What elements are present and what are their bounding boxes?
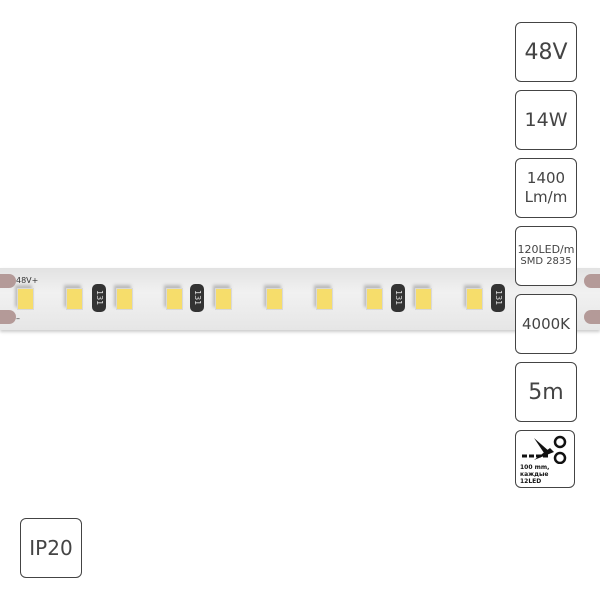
led-chip bbox=[66, 288, 83, 310]
chip-type: SMD 2835 bbox=[520, 256, 572, 267]
cut-badge: 100 mm, каждые 12LED bbox=[515, 430, 575, 488]
voltage-value: 48V bbox=[524, 39, 568, 65]
density-value: 120LED/m bbox=[517, 243, 575, 256]
resistor: 131 bbox=[92, 284, 106, 312]
led-chip bbox=[266, 288, 283, 310]
cct-value: 4000K bbox=[521, 314, 570, 333]
resistor: 131 bbox=[491, 284, 505, 312]
led-chip bbox=[316, 288, 333, 310]
solder-pad bbox=[0, 274, 16, 288]
led-chip bbox=[166, 288, 183, 310]
length-badge: 5m bbox=[515, 362, 577, 422]
flux-value: 1400 bbox=[526, 169, 566, 187]
solder-pad bbox=[584, 274, 600, 288]
resistor: 131 bbox=[190, 284, 204, 312]
power-badge: 14W bbox=[515, 90, 577, 150]
voltage-badge: 48V bbox=[515, 22, 577, 82]
cct-badge: 4000K bbox=[515, 294, 577, 354]
led-strip: 48V+ – 131 131 131 131 bbox=[0, 268, 600, 330]
ip-value: IP20 bbox=[29, 536, 73, 560]
led-chip bbox=[17, 288, 34, 310]
led-chip bbox=[415, 288, 432, 310]
plus-label: 48V+ bbox=[16, 276, 39, 285]
flux-unit: Lm/m bbox=[524, 188, 568, 206]
length-value: 5m bbox=[528, 379, 564, 405]
minus-label: – bbox=[16, 314, 20, 323]
scissors-icon bbox=[522, 435, 567, 464]
solder-pad bbox=[584, 310, 600, 324]
power-value: 14W bbox=[524, 109, 568, 131]
cut-led-count: 12LED bbox=[520, 478, 542, 485]
solder-pad bbox=[0, 310, 16, 324]
led-chip bbox=[466, 288, 483, 310]
led-chip bbox=[116, 288, 133, 310]
resistor: 131 bbox=[391, 284, 405, 312]
ip-badge: IP20 bbox=[20, 518, 82, 578]
led-chip bbox=[366, 288, 383, 310]
cut-interval: 100 mm, каждые bbox=[520, 464, 550, 478]
led-chip bbox=[215, 288, 232, 310]
